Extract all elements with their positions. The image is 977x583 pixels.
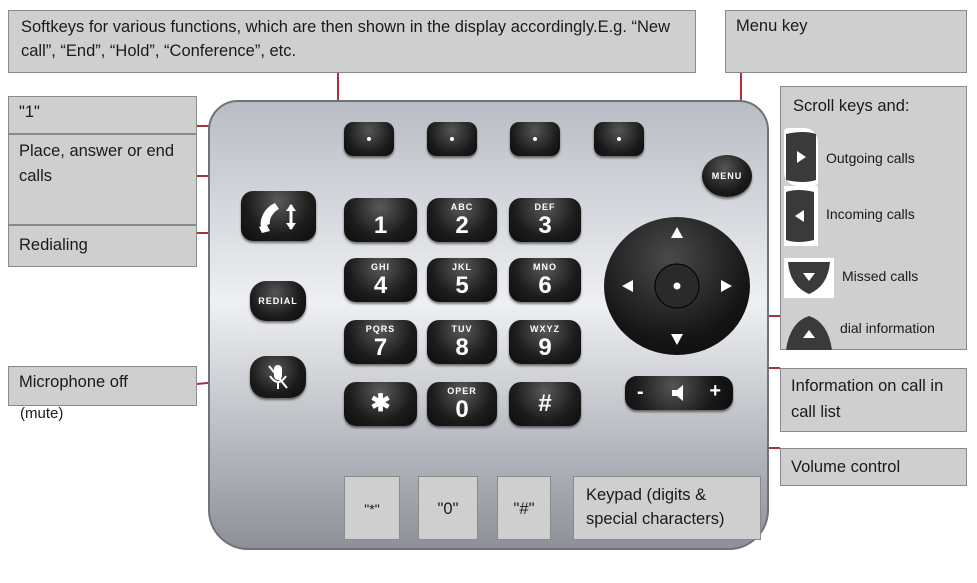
- dial-information-text: dial information: [840, 320, 935, 336]
- softkey-2[interactable]: [427, 122, 477, 156]
- key-7-digit: 7: [373, 334, 388, 361]
- missed-calls-key-icon: [784, 258, 834, 298]
- menu-button[interactable]: MENU: [702, 155, 752, 197]
- callout-volume-control: Volume control: [780, 448, 967, 486]
- volume-plus[interactable]: +: [709, 380, 721, 402]
- callout-zero: "0": [418, 476, 478, 540]
- key-6[interactable]: MNO 6: [509, 258, 581, 302]
- callout-info-call-list: Information on call in call list: [780, 368, 967, 432]
- key-4-digit: 4: [373, 272, 388, 299]
- key-8[interactable]: TUV 8: [427, 320, 497, 364]
- volume-minus[interactable]: -: [637, 381, 644, 403]
- one-text: "1": [19, 103, 40, 121]
- key-6-letters: MNO: [533, 262, 557, 272]
- key-hash-symbol: #: [538, 390, 552, 417]
- key-hash[interactable]: #: [509, 382, 581, 426]
- speaker-icon: [672, 385, 683, 401]
- callout-one: "1": [8, 96, 197, 134]
- redial-button[interactable]: REDIAL: [250, 281, 306, 321]
- key-1[interactable]: 1: [344, 198, 417, 242]
- handset-icon: [259, 203, 296, 233]
- callout-redialing: Redialing: [8, 225, 197, 267]
- key-4-letters: GHI: [370, 262, 390, 272]
- key-5-digit: 5: [455, 272, 469, 299]
- missed-arrow-icon: [788, 262, 830, 294]
- key-0-letters: OPER: [447, 386, 477, 396]
- volume-control-button[interactable]: - +: [625, 376, 733, 410]
- redial-label: REDIAL: [258, 296, 298, 306]
- hash-text: "#": [513, 500, 535, 518]
- microphone-off-icon: [268, 365, 288, 389]
- key-1-digit: 1: [373, 212, 388, 239]
- key-4[interactable]: GHI 4: [344, 258, 417, 302]
- arrow-icons: [622, 227, 732, 345]
- softkey-4[interactable]: [594, 122, 644, 156]
- callout-softkeys: Softkeys for various functions, which ar…: [8, 10, 696, 73]
- redialing-text: Redialing: [19, 236, 88, 254]
- key-3-digit: 3: [538, 212, 552, 239]
- key-2-digit: 2: [455, 212, 469, 239]
- key-2[interactable]: ABC 2: [427, 198, 497, 242]
- key-3-letters: DEF: [534, 202, 556, 212]
- callout-star: "*": [344, 476, 400, 540]
- dial-information-key-icon: [784, 312, 834, 352]
- missed-calls-text: Missed calls: [842, 268, 919, 284]
- call-button[interactable]: [241, 191, 316, 241]
- menu-key-text: Menu key: [736, 17, 808, 35]
- incoming-calls-key-icon: [784, 186, 818, 246]
- key-7-letters: PQRS: [365, 324, 396, 334]
- place-answer-text: Place, answer or end calls: [19, 142, 175, 185]
- key-8-letters: TUV: [451, 324, 473, 334]
- mute-button[interactable]: [250, 356, 306, 398]
- key-7[interactable]: PQRS 7: [344, 320, 417, 364]
- mute-text: (mute): [20, 405, 64, 422]
- menu-label: MENU: [711, 171, 743, 181]
- softkey-1[interactable]: [344, 122, 394, 156]
- key-9-digit: 9: [538, 334, 552, 361]
- star-text: "*": [364, 501, 380, 517]
- key-6-digit: 6: [538, 272, 552, 299]
- key-5-letters: JKL: [451, 262, 472, 272]
- key-8-digit: 8: [455, 334, 469, 361]
- incoming-calls-text: Incoming calls: [826, 206, 915, 222]
- zero-text: "0": [437, 500, 459, 518]
- key-9[interactable]: WXYZ 9: [509, 320, 581, 364]
- callout-hash: "#": [497, 476, 551, 540]
- key-star-symbol: ✱: [370, 390, 391, 417]
- outgoing-calls-key-icon: [784, 128, 818, 186]
- callout-place-answer: Place, answer or end calls: [8, 134, 197, 225]
- key-0-digit: 0: [455, 396, 469, 423]
- key-5[interactable]: JKL 5: [427, 258, 497, 302]
- softkeys-text: Softkeys for various functions, which ar…: [21, 18, 671, 60]
- outgoing-calls-text: Outgoing calls: [826, 150, 915, 166]
- key-0[interactable]: OPER 0: [427, 382, 497, 426]
- key-9-letters: WXYZ: [530, 324, 560, 334]
- incoming-arrow-icon: [786, 190, 814, 242]
- keypad-text: Keypad (digits & special characters): [586, 486, 725, 528]
- key-2-letters: ABC: [450, 202, 474, 212]
- up-arrow-icon: [786, 316, 832, 350]
- outgoing-arrow-icon: [786, 132, 816, 182]
- info-call-list-text: Information on call in call list: [791, 377, 944, 421]
- key-star[interactable]: ✱: [344, 382, 417, 426]
- softkey-3[interactable]: [510, 122, 560, 156]
- scroll-keys-text: Scroll keys and:: [793, 97, 910, 115]
- callout-menu-key: Menu key: [725, 10, 967, 73]
- microphone-off-text: Microphone off: [19, 373, 128, 391]
- volume-control-text: Volume control: [791, 458, 901, 476]
- callout-keypad: Keypad (digits & special characters): [573, 476, 761, 540]
- key-3[interactable]: DEF 3: [509, 198, 581, 242]
- callout-microphone-off: Microphone off: [8, 366, 197, 406]
- navigation-pad[interactable]: [604, 217, 750, 355]
